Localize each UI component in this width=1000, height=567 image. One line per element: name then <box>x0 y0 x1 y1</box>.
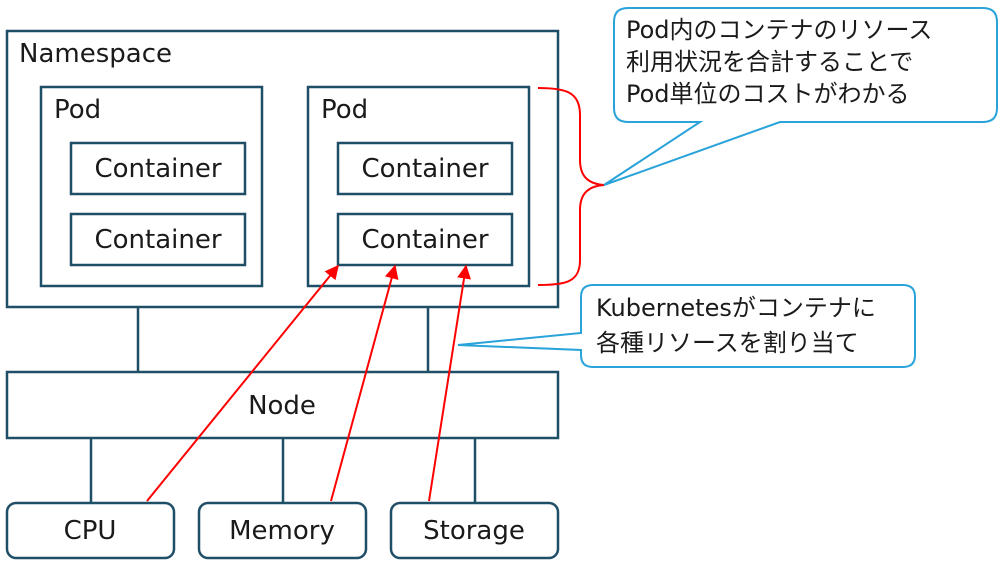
pod-usage-callout: Pod内のコンテナのリソース 利用状況を合計することで Pod単位のコストがわか… <box>603 7 998 186</box>
container-box: Container <box>336 141 514 196</box>
pod-label: Pod <box>321 95 368 125</box>
resource-label-storage: Storage <box>423 516 525 546</box>
container-box: Container <box>69 141 247 196</box>
node-label: Node <box>248 391 316 421</box>
resource-box-storage: Storage <box>389 501 560 560</box>
container-label: Container <box>361 225 488 255</box>
container-label: Container <box>94 225 221 255</box>
resource-box-memory: Memory <box>197 501 368 560</box>
container-box: Container <box>336 212 514 267</box>
resource-label-memory: Memory <box>229 516 335 546</box>
resource-label-cpu: CPU <box>64 516 117 546</box>
callout-text-line: Pod内のコンテナのリソース <box>626 16 932 44</box>
allocation-callout: Kubernetesがコンテナに 各種リソースを割り当て <box>457 284 916 368</box>
callout-text-line: Kubernetesがコンテナに <box>596 294 876 322</box>
cpu-allocation-arrow <box>146 264 339 502</box>
memory-allocation-arrow <box>330 264 399 502</box>
pod-box: Pod Container Container <box>39 85 264 288</box>
resource-box-cpu: CPU <box>5 501 176 560</box>
callout-text-line: 利用状況を合計することで <box>626 48 913 76</box>
namespace-label: Namespace <box>19 39 172 69</box>
container-label: Container <box>94 154 221 184</box>
storage-allocation-arrow <box>428 264 471 502</box>
callout-text-line: 各種リソースを割り当て <box>596 329 859 357</box>
container-label: Container <box>361 154 488 184</box>
container-box: Container <box>69 212 247 267</box>
pod-label: Pod <box>54 95 101 125</box>
callout-text-line: Pod単位のコストがわかる <box>626 80 910 108</box>
node-box: Node <box>5 370 560 440</box>
pod-box: Pod Container Container <box>306 85 531 288</box>
